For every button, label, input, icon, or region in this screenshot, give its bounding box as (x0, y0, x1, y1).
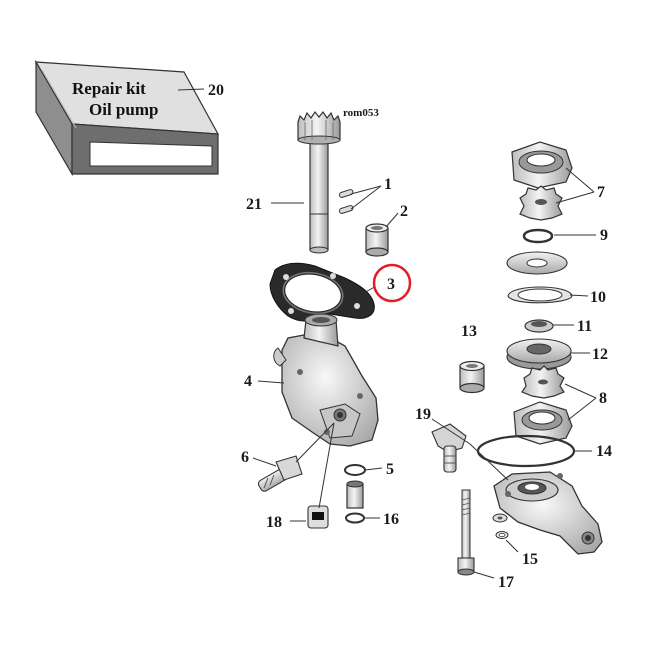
leader-lines (177, 88, 597, 579)
callout-12: 12 (592, 346, 608, 363)
check-valve-part (307, 505, 329, 529)
pump-body-part (273, 313, 379, 447)
o-ring-lower-part (345, 512, 365, 524)
kit-label-line2: Oil pump (89, 100, 158, 119)
callout-21: 21 (246, 196, 262, 213)
washer-plate-part (506, 251, 568, 275)
snap-ring-upper-part (522, 228, 554, 244)
long-bolt-part (457, 489, 475, 576)
callout-10: 10 (590, 289, 606, 306)
bushing-part (365, 223, 389, 257)
callout-5: 5 (386, 461, 394, 478)
callout-14: 14 (596, 443, 612, 460)
hose-fitting-part (257, 455, 303, 492)
callout-13: 13 (461, 323, 477, 340)
kit-label-line1: Repair kit (72, 79, 146, 98)
repair-kit-box (34, 59, 220, 177)
bushing-lower-part (459, 360, 485, 394)
callout-16: 16 (383, 511, 399, 528)
drive-shaft-part (297, 110, 341, 254)
cover-housing-part (493, 471, 603, 555)
callout-3: 3 (387, 276, 395, 293)
reference-code: rom053 (343, 107, 379, 119)
large-o-ring-part (476, 434, 576, 468)
rotor-set-lower-part (513, 365, 573, 445)
callout-15: 15 (522, 551, 538, 568)
callout-1: 1 (384, 176, 392, 193)
seal-ring-part (507, 286, 573, 304)
small-washer-lower-part (495, 531, 509, 539)
callout-2: 2 (400, 203, 408, 220)
callout-20: 20 (208, 82, 224, 99)
callout-8: 8 (599, 390, 607, 407)
gasket-part (269, 262, 375, 322)
o-ring-upper-part (344, 464, 366, 476)
callout-17: 17 (498, 574, 514, 591)
spacer-part (346, 480, 364, 509)
callout-7: 7 (597, 184, 605, 201)
callout-18: 18 (266, 514, 282, 531)
small-washer-upper-part (492, 513, 508, 523)
highlight-circle (372, 263, 412, 303)
separator-plate-part (506, 338, 572, 370)
rotor-set-upper-part (511, 141, 573, 221)
callout-6: 6 (241, 449, 249, 466)
bearing-ring-part (524, 319, 554, 333)
callout-4: 4 (244, 373, 252, 390)
elbow-fitting-part (431, 423, 467, 473)
callout-9: 9 (600, 227, 608, 244)
callout-11: 11 (577, 318, 592, 335)
key-pins-part (338, 189, 354, 214)
callout-19: 19 (415, 406, 431, 423)
